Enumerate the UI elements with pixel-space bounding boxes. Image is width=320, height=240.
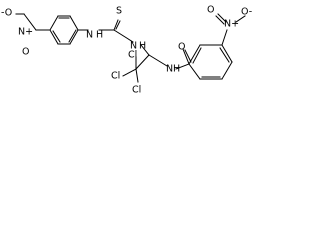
sulfur-label: S — [116, 6, 122, 17]
nitro-right-o-minus-label: O- — [241, 7, 252, 18]
amide-h-label: H — [173, 64, 180, 75]
atom-labels: -O N+ O N H S N H Cl Cl Cl N H O N+ O- O — [1, 5, 252, 96]
thiourea-right-h-label: H — [139, 41, 146, 52]
nitro-left-o-minus-label: -O — [1, 8, 12, 19]
chlorine-top-label: Cl — [128, 50, 137, 61]
thiourea-left-h-label: H — [96, 30, 103, 41]
nitro-left-o-label: O — [22, 47, 29, 58]
carbonyl-o-label: O — [178, 42, 185, 53]
chlorine-left-label: Cl — [111, 71, 120, 82]
chlorine-right-label: Cl — [132, 85, 141, 96]
nitro-right-o-label: O — [207, 5, 214, 16]
nitro-right-n-plus-label: N+ — [224, 19, 239, 30]
nitro-left-n-plus-label: N+ — [18, 27, 33, 38]
thiourea-right-n-label: N — [130, 41, 137, 52]
bond-lines — [15, 13, 246, 83]
thiourea-left-n-label: N — [86, 30, 93, 41]
amide-n-label: N — [166, 64, 173, 75]
chemical-structure: -O N+ O N H S N H Cl Cl Cl N H O N+ O- O — [1, 5, 252, 96]
